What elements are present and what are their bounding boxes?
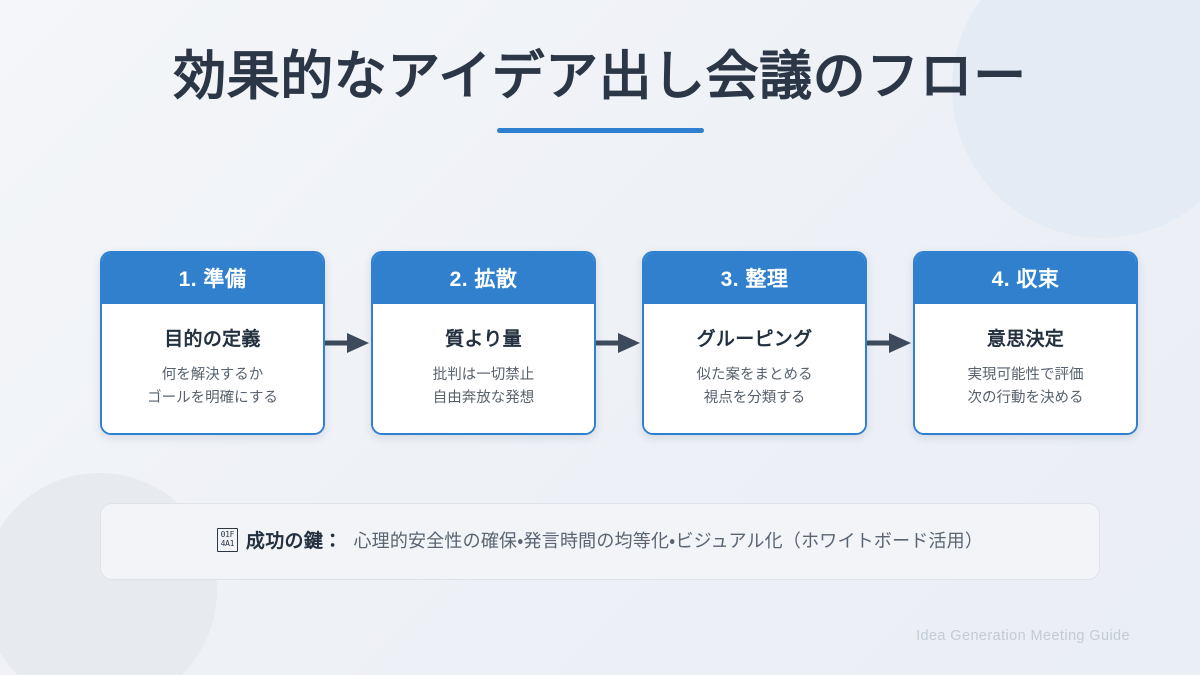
arrow-right-icon [867,331,913,355]
flow-step-title-1: 目的の定義 [164,329,261,350]
arrow-right-icon [325,331,371,355]
flow-step-header-4: 4. 収束 [915,253,1136,304]
watermark: Idea Generation Meeting Guide [916,628,1130,644]
flow-step-header-3: 3. 整理 [644,253,865,304]
flow-step-body-1: 目的の定義 何を解決するか ゴールを明確にする [102,304,323,433]
flow-step-detail-3a: 似た案をまとめる [696,367,813,383]
flow-step-detail-1b: ゴールを明確にする [147,390,278,407]
flow-step-detail-2a: 批判は一切禁止 [432,367,535,383]
title-underline-rule [496,128,704,134]
flow-step-header-2: 2. 拡散 [373,253,594,304]
page-title: 効果的なアイデア出し会議のフロー [173,47,1027,106]
flow-step-title-3: グルーピング [696,329,813,350]
flow-step-card-2[interactable]: 2. 拡散 質より量 批判は一切禁止 自由奔放な発想 [371,251,596,435]
light-bulb-icon-codepoint-bottom: 4A1 [220,538,235,548]
flow-diagram: 1. 準備 目的の定義 何を解決するか ゴールを明確にする 2. 拡散 質より量… [100,251,1138,435]
success-key-text: 心理的安全性の確保・発言時間の均等化・ビジュアル化（ホワイトボード活用） [353,530,984,551]
success-key-note: 01F 4A1 成功の鍵： 心理的安全性の確保・発言時間の均等化・ビジュアル化（… [100,503,1100,580]
flow-step-card-1[interactable]: 1. 準備 目的の定義 何を解決するか ゴールを明確にする [100,251,325,435]
title-block: 効果的なアイデア出し会議のフロー [0,47,1200,134]
flow-arrow-1 [325,251,371,434]
flow-step-body-4: 意思決定 実現可能性で評価 次の行動を決める [915,304,1136,433]
flow-step-detail-2b: 自由奔放な発想 [432,390,535,407]
flow-step-detail-4a: 実現可能性で評価 [967,367,1084,383]
flow-step-body-3: グルーピング 似た案をまとめる 視点を分類する [644,304,865,433]
flow-step-title-2: 質より量 [445,329,522,350]
flow-step-detail-3b: 視点を分類する [703,390,806,407]
light-bulb-icon-codepoint-top: 01F [220,529,235,539]
flow-arrow-2 [596,251,642,434]
flow-step-card-3[interactable]: 3. 整理 グルーピング 似た案をまとめる 視点を分類する [642,251,867,435]
flow-step-body-2: 質より量 批判は一切禁止 自由奔放な発想 [373,304,594,433]
arrow-right-icon [596,331,642,355]
flow-step-header-1: 1. 準備 [102,253,323,304]
flow-step-card-4[interactable]: 4. 収束 意思決定 実現可能性で評価 次の行動を決める [913,251,1138,435]
flow-step-detail-4b: 次の行動を決める [967,390,1084,407]
flow-step-title-4: 意思決定 [986,329,1065,350]
success-key-label: 成功の鍵： [245,531,343,552]
light-bulb-icon: 01F 4A1 [216,527,238,552]
success-key-note-content: 01F 4A1 成功の鍵： 心理的安全性の確保・発言時間の均等化・ビジュアル化（… [216,526,984,553]
flow-arrow-3 [867,251,913,434]
flow-step-detail-1a: 何を解決するか [161,367,264,383]
